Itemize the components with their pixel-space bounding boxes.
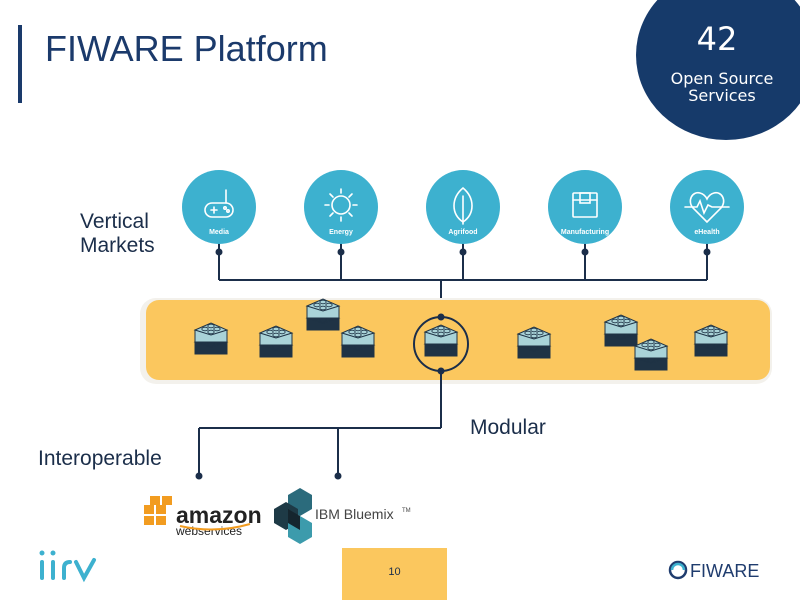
- market-label-agrifood: Agrifood: [448, 229, 477, 236]
- connector-dots: [215, 248, 711, 256]
- ibm-bluemix-logo: IBM Bluemix TM: [274, 488, 411, 544]
- page-number: 10: [388, 566, 401, 578]
- interop-connectors: [198, 371, 442, 475]
- module-block-top-8: [693, 324, 729, 345]
- services-badge: [636, 0, 800, 140]
- module-block-top-6: [603, 314, 639, 335]
- module-block-top-2: [305, 298, 341, 319]
- box-icon: [572, 192, 598, 218]
- services-count: 42: [696, 20, 738, 58]
- services-caption-line1: Open Source: [670, 69, 774, 88]
- page-number-tab: [342, 548, 447, 600]
- platform-bar: [146, 300, 770, 380]
- heartbeat-icon: [684, 191, 730, 224]
- leaf-icon: [453, 186, 473, 225]
- module-block-top-3: [340, 325, 376, 346]
- markets-word: Markets: [80, 234, 155, 257]
- sun-icon: [324, 188, 358, 222]
- module-blocks: [193, 298, 729, 371]
- vertical-word: Vertical: [80, 210, 149, 233]
- module-block-top-5: [516, 326, 552, 347]
- page-title: FIWARE Platform: [45, 28, 328, 69]
- amazon-dot: [195, 472, 203, 480]
- market-label-media: Media: [209, 229, 229, 236]
- market-label-ehealth: eHealth: [694, 229, 719, 236]
- modular-label: Modular: [470, 416, 546, 439]
- aws-logo: amazon webservices: [144, 496, 262, 538]
- fiware-wordmark: FIWARE: [690, 561, 759, 581]
- iiv-logo: [40, 558, 96, 583]
- fiware-logo: FIWARE: [668, 560, 759, 581]
- services-caption-line2: Services: [688, 86, 756, 105]
- core-top-dot: [437, 313, 445, 321]
- ibm-bluemix-trademark: TM: [402, 508, 411, 514]
- ibm-dot: [334, 472, 342, 480]
- services-caption: Open Source Services: [662, 70, 782, 104]
- market-label-energy: Energy: [329, 229, 353, 236]
- module-block-top-7: [633, 338, 669, 359]
- module-block-top-0: [193, 322, 229, 343]
- ibm-bluemix-wordmark: IBM Bluemix: [315, 506, 394, 522]
- vertical-markets-label: Vertical Markets: [80, 210, 155, 258]
- market-label-manufacturing: Manufacturing: [561, 229, 609, 236]
- module-block-top-4: [423, 324, 459, 345]
- title-accent-bar: [18, 25, 22, 103]
- interoperable-label: Interoperable: [38, 447, 162, 470]
- module-block-top-1: [258, 325, 294, 346]
- gamepad-icon: [204, 189, 234, 218]
- aws-logo-wordmark: amazon: [176, 502, 262, 528]
